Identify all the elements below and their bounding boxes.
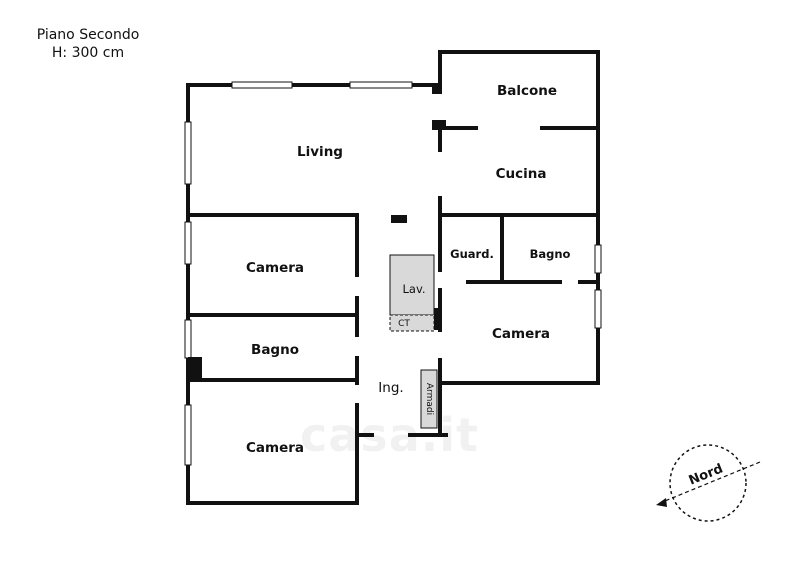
compass xyxy=(656,444,761,522)
floor-name: Piano Secondo xyxy=(36,27,140,43)
room-cucina: Cucina xyxy=(495,166,547,182)
pillars xyxy=(188,86,446,381)
room-ct: CT xyxy=(398,319,410,329)
room-camera-2: Camera xyxy=(491,326,551,342)
room-armadi: Armadi xyxy=(424,382,434,416)
ct-area xyxy=(389,314,435,332)
room-guardaroba: Guard. xyxy=(450,247,494,261)
ceiling-height: H: 300 cm xyxy=(51,45,125,61)
room-bagno-2: Bagno xyxy=(251,342,299,358)
room-bagno-1: Bagno xyxy=(529,247,571,261)
laundry-area xyxy=(389,254,435,316)
plan-header: Piano Secondo H: 300 cm xyxy=(28,26,148,62)
room-lavanderia: Lav. xyxy=(402,282,426,296)
wardrobe-area xyxy=(420,369,438,429)
room-ingresso: Ing. xyxy=(378,380,404,396)
watermark: casa.it xyxy=(300,408,479,462)
room-camera-1: Camera xyxy=(245,260,305,276)
room-camera-3: Camera xyxy=(245,440,305,456)
room-living: Living xyxy=(297,144,343,160)
room-balcone: Balcone xyxy=(496,83,558,99)
